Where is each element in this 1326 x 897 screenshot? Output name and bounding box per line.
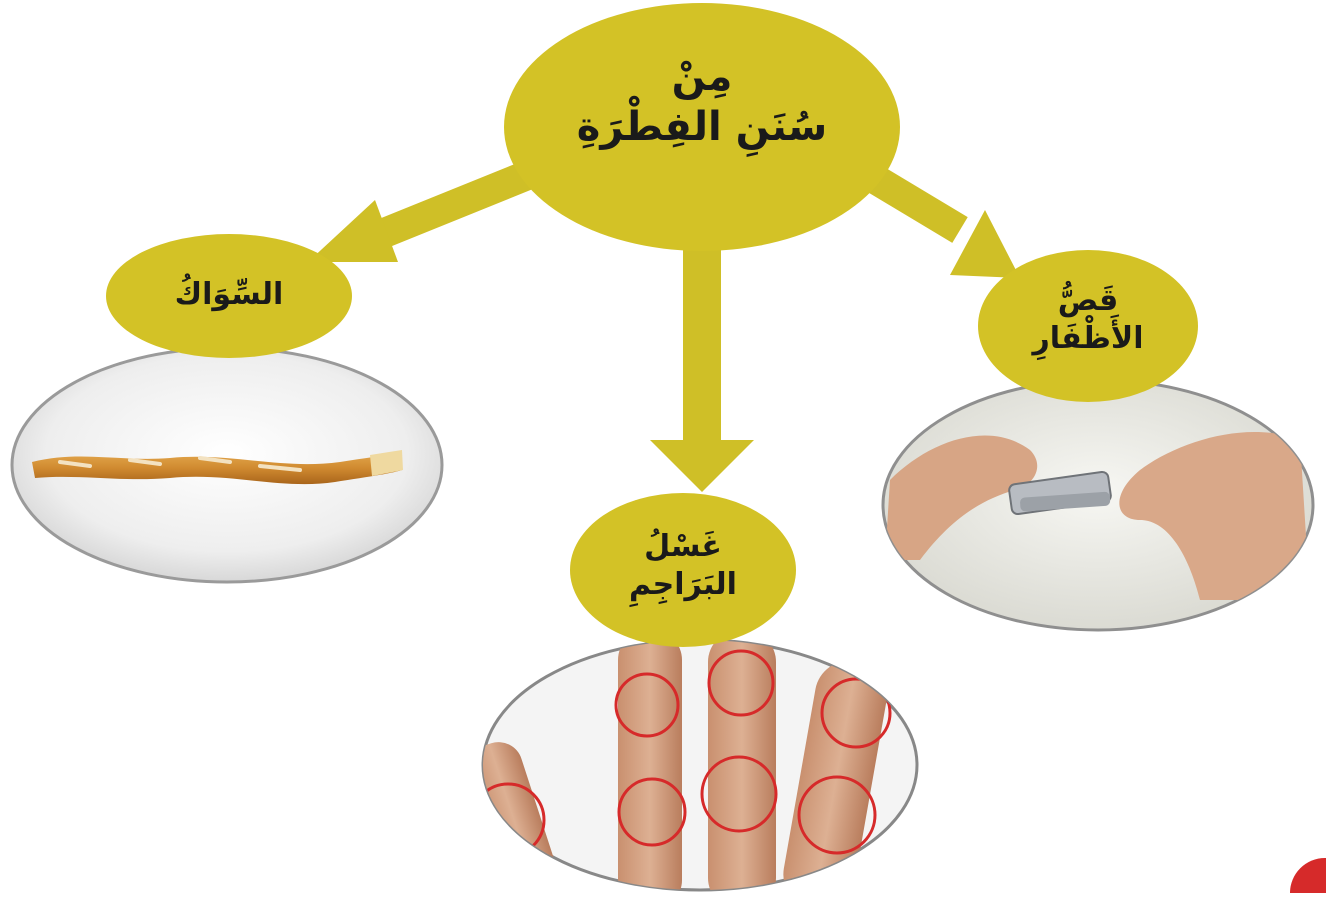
miswak-stick-icon <box>12 348 442 582</box>
nails-label: قَصُّ الأَظْفَارِ <box>998 282 1178 357</box>
siwak-label: السِّوَاكُ <box>139 276 319 314</box>
arrow-down <box>650 240 754 492</box>
center-line-1: مِنْ <box>562 52 842 102</box>
arrow-left <box>308 170 540 262</box>
nail-clipper-hands-icon <box>883 380 1313 630</box>
baraajim-label: غَسْلُ البَرَاجِمِ <box>593 528 773 603</box>
corner-mark <box>1290 858 1326 893</box>
center-line-2: سُنَنِ الفِطْرَةِ <box>562 102 842 152</box>
center-node-label: مِنْ سُنَنِ الفِطْرَةِ <box>562 52 842 152</box>
baraajim-line-1: غَسْلُ <box>593 528 773 566</box>
arrow-right <box>860 170 1020 278</box>
nails-line-1: قَصُّ <box>998 282 1178 320</box>
nails-line-2: الأَظْفَارِ <box>998 320 1178 358</box>
finger-knuckles-icon <box>465 630 917 893</box>
baraajim-line-2: البَرَاجِمِ <box>593 566 773 604</box>
